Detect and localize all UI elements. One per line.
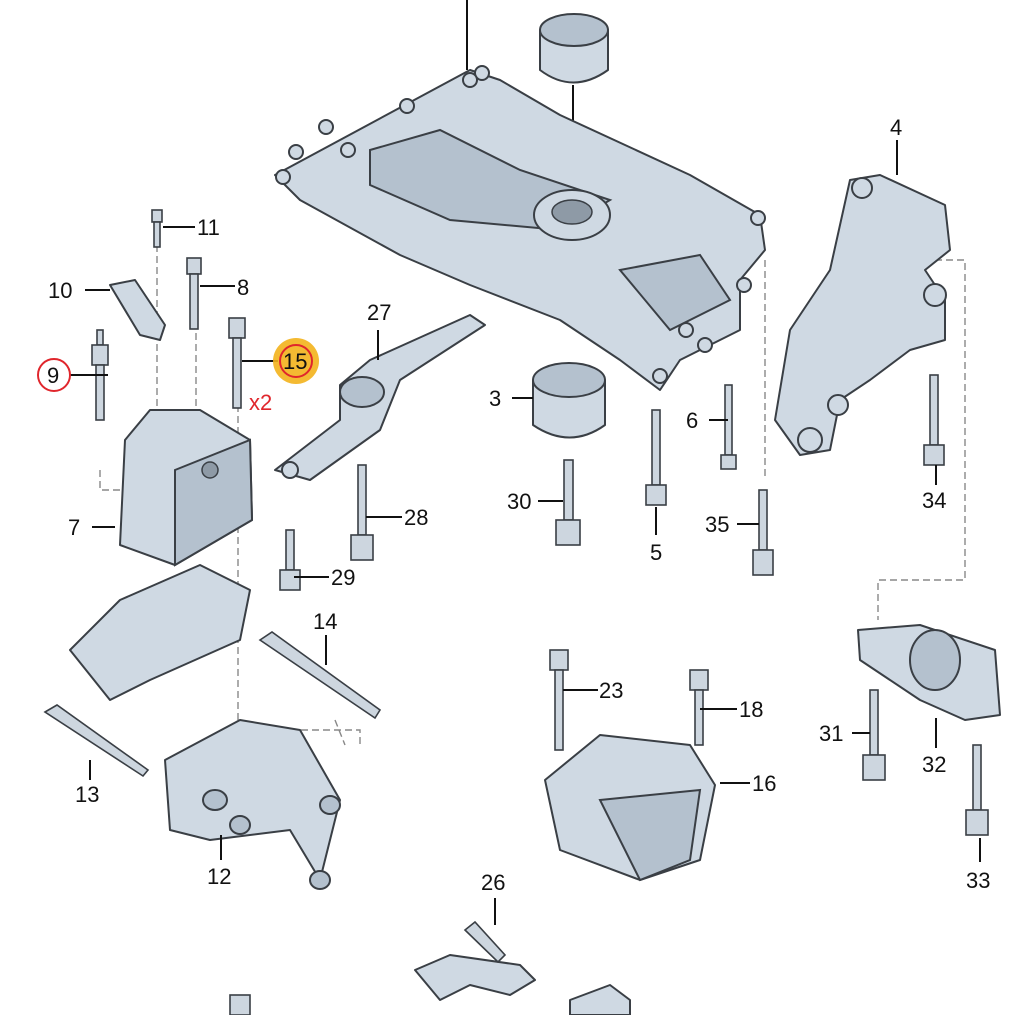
leader-lines	[70, 140, 981, 925]
label-32: 32	[922, 752, 946, 777]
bolt-8	[186, 257, 202, 330]
label-5: 5	[650, 540, 662, 565]
label-6: 6	[686, 408, 698, 433]
bolt-26	[463, 920, 507, 964]
transmission-mount-16	[544, 734, 716, 882]
highlight-circle-9	[37, 358, 71, 392]
label-23: 23	[599, 678, 623, 703]
label-18: 18	[739, 697, 763, 722]
label-30: 30	[507, 489, 531, 514]
bolt-23	[549, 649, 569, 751]
label-34: 34	[922, 488, 946, 513]
bracket-4	[774, 174, 951, 456]
bolt-5	[645, 409, 667, 506]
label-15: 15	[283, 349, 307, 374]
bolt-29	[279, 529, 301, 591]
bolt-33	[965, 744, 989, 836]
engine-mount-7	[119, 409, 254, 567]
label-26: 26	[481, 870, 505, 895]
label-10: 10	[48, 278, 72, 303]
bushing-top	[539, 13, 609, 84]
highlight-circle-15	[279, 344, 313, 378]
bolt-15	[228, 317, 246, 409]
label-35: 35	[705, 512, 729, 537]
bolt-28	[350, 464, 374, 561]
label-29: 29	[331, 565, 355, 590]
label-3: 3	[489, 386, 501, 411]
quantity-x2: x2	[249, 390, 272, 415]
label-8: 8	[237, 275, 249, 300]
label-13: 13	[75, 782, 99, 807]
bolt-13	[43, 704, 150, 778]
bushing-3	[532, 362, 606, 439]
bolt-31	[862, 689, 886, 781]
subframe	[274, 65, 766, 391]
torque-rod-27	[274, 314, 486, 481]
bolt-6	[720, 384, 737, 470]
bolt-14	[258, 631, 382, 720]
label-27: 27	[367, 300, 391, 325]
bracket-10	[109, 279, 166, 341]
label-28: 28	[404, 505, 428, 530]
stud-9	[91, 329, 109, 421]
bracket-12	[164, 719, 341, 890]
bolt-35	[752, 489, 774, 576]
bolts	[43, 209, 989, 1015]
part-labels: 11 10 8 9 15 x2 27 3 4 6 7 28 29 30 5 35…	[47, 115, 990, 895]
bolt-34	[923, 374, 945, 466]
label-12: 12	[207, 864, 231, 889]
label-9: 9	[47, 363, 59, 388]
bolt-bottom	[229, 994, 251, 1015]
label-4: 4	[890, 115, 902, 140]
label-33: 33	[966, 868, 990, 893]
bolt-11	[151, 209, 163, 248]
label-11: 11	[197, 215, 220, 240]
label-7: 7	[68, 515, 80, 540]
bolt-18	[689, 669, 709, 746]
bracket-26	[414, 954, 631, 1015]
label-14: 14	[313, 609, 337, 634]
bolt-30	[555, 459, 581, 546]
label-16: 16	[752, 771, 776, 796]
mount-console	[69, 564, 251, 701]
bracket-32	[857, 624, 1001, 721]
label-31: 31	[819, 721, 843, 746]
